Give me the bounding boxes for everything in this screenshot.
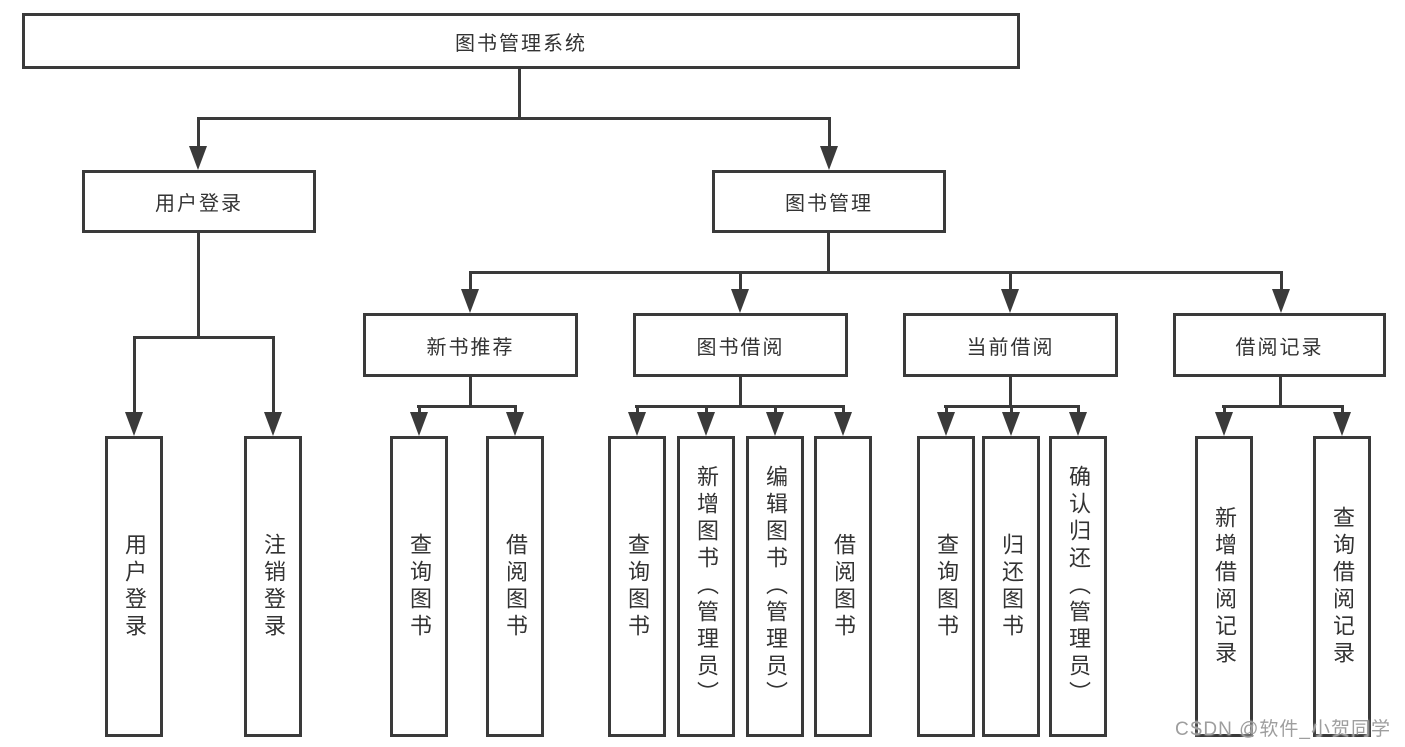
leaf-query-book: 查询图书 bbox=[390, 436, 448, 737]
connector-leaf bbox=[1010, 405, 1013, 415]
arrow-down-icon bbox=[766, 412, 784, 436]
connector-level3-rail bbox=[469, 271, 1283, 274]
connector-level1-rail bbox=[197, 117, 830, 120]
arrow-down-icon bbox=[628, 412, 646, 436]
connector-to-user-login bbox=[197, 117, 200, 149]
connector-leaf bbox=[514, 405, 517, 415]
leaf-query-book: 查询图书 bbox=[917, 436, 975, 737]
arrow-down-icon bbox=[1001, 289, 1019, 313]
arrow-down-icon bbox=[410, 412, 428, 436]
connector-borrow-record-rail bbox=[1222, 405, 1344, 408]
connector-leaf bbox=[636, 405, 639, 415]
node-current-borrow: 当前借阅 bbox=[903, 313, 1118, 377]
arrow-down-icon bbox=[461, 289, 479, 313]
arrow-down-icon bbox=[125, 412, 143, 436]
leaf-edit-book-admin: 编辑图书（管理员） bbox=[746, 436, 804, 737]
arrow-down-icon bbox=[189, 146, 207, 170]
connector-to-leaf-login bbox=[133, 336, 136, 415]
leaf-logout: 注销登录 bbox=[244, 436, 302, 737]
arrow-down-icon bbox=[264, 412, 282, 436]
arrow-down-icon bbox=[1215, 412, 1233, 436]
leaf-user-login: 用户登录 bbox=[105, 436, 163, 737]
leaf-query-book: 查询图书 bbox=[608, 436, 666, 737]
node-book-borrow: 图书借阅 bbox=[633, 313, 848, 377]
arrow-down-icon bbox=[834, 412, 852, 436]
connector-leaf bbox=[1077, 405, 1080, 415]
leaf-borrow-book: 借阅图书 bbox=[486, 436, 544, 737]
arrow-down-icon bbox=[937, 412, 955, 436]
leaf-query-borrow-record: 查询借阅记录 bbox=[1313, 436, 1371, 737]
connector-leaf bbox=[945, 405, 948, 415]
connector-leaf bbox=[418, 405, 421, 415]
arrow-down-icon bbox=[1333, 412, 1351, 436]
connector-book-mgmt-stem bbox=[827, 232, 830, 273]
connector-to-leaf-logout bbox=[272, 336, 275, 415]
connector-leaf bbox=[842, 405, 845, 415]
arrow-down-icon bbox=[1002, 412, 1020, 436]
leaf-add-borrow-record: 新增借阅记录 bbox=[1195, 436, 1253, 737]
connector-new-book-stem bbox=[469, 377, 472, 407]
connector-root-stem bbox=[518, 68, 521, 118]
arrow-down-icon bbox=[1069, 412, 1087, 436]
node-root: 图书管理系统 bbox=[22, 13, 1020, 69]
node-new-book-rec: 新书推荐 bbox=[363, 313, 578, 377]
node-book-mgmt: 图书管理 bbox=[712, 170, 946, 233]
connector-new-book-rail bbox=[417, 405, 517, 408]
connector-to-book-mgmt bbox=[828, 117, 831, 149]
connector-leaf bbox=[705, 405, 708, 415]
connector-leaf bbox=[1341, 405, 1344, 415]
connector-borrow-record-stem bbox=[1279, 377, 1282, 407]
watermark: CSDN @软件_小贺同学 bbox=[1175, 719, 1391, 740]
arrow-down-icon bbox=[1272, 289, 1290, 313]
connector-to-new-book bbox=[469, 271, 472, 291]
connector-to-borrow-record bbox=[1280, 271, 1283, 291]
leaf-add-book-admin: 新增图书（管理员） bbox=[677, 436, 735, 737]
node-borrow-record: 借阅记录 bbox=[1173, 313, 1386, 377]
connector-leaf bbox=[774, 405, 777, 415]
connector-leaf bbox=[1223, 405, 1226, 415]
connector-current-borrow-stem bbox=[1009, 377, 1012, 407]
arrow-down-icon bbox=[506, 412, 524, 436]
arrow-down-icon bbox=[731, 289, 749, 313]
leaf-borrow-book: 借阅图书 bbox=[814, 436, 872, 737]
connector-user-login-rail bbox=[133, 336, 275, 339]
connector-user-login-stem bbox=[197, 232, 200, 338]
connector-book-borrow-rail bbox=[635, 405, 845, 408]
arrow-down-icon bbox=[697, 412, 715, 436]
connector-book-borrow-stem bbox=[739, 377, 742, 407]
connector-to-book-borrow bbox=[739, 271, 742, 291]
node-user-login: 用户登录 bbox=[82, 170, 316, 233]
connector-to-current-borrow bbox=[1009, 271, 1012, 291]
leaf-confirm-return-admin: 确认归还（管理员） bbox=[1049, 436, 1107, 737]
arrow-down-icon bbox=[820, 146, 838, 170]
leaf-return-book: 归还图书 bbox=[982, 436, 1040, 737]
